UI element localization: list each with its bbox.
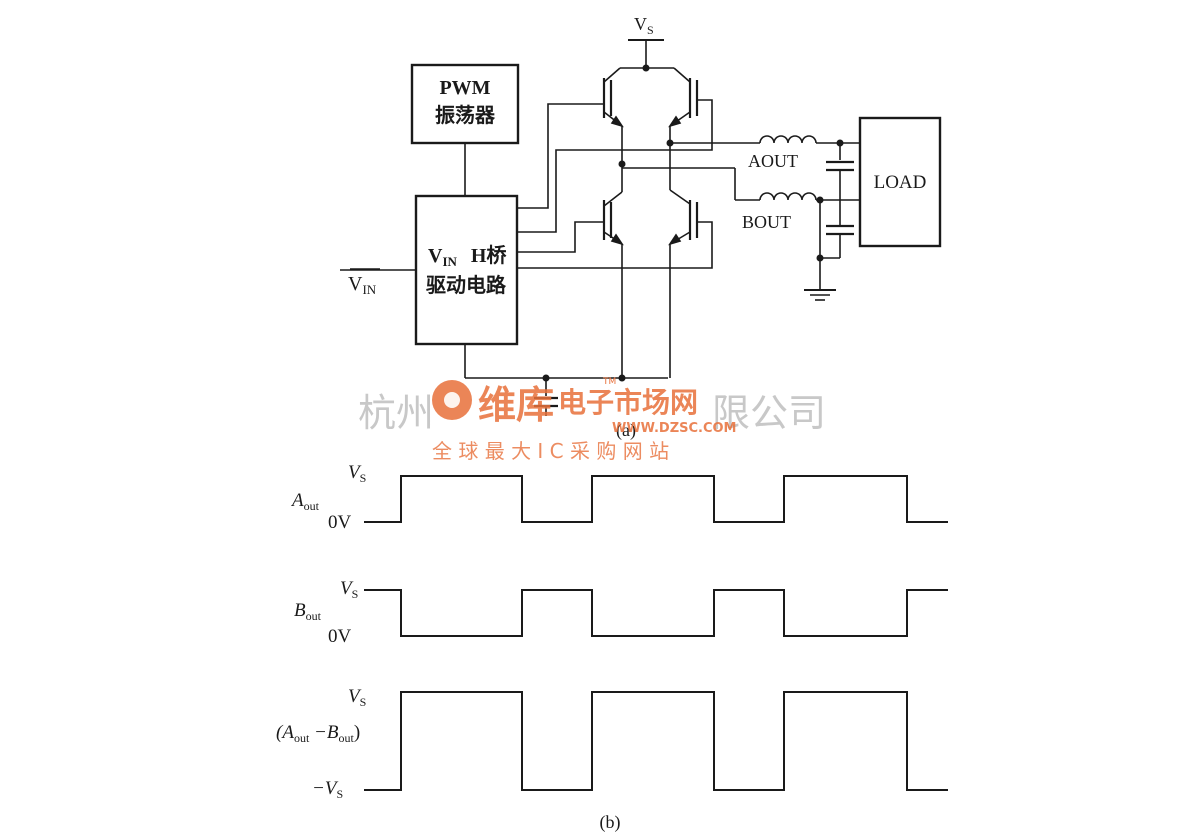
bout-label: BOUT bbox=[742, 212, 791, 232]
diff-vs-label: VS bbox=[348, 686, 366, 709]
driver-title-line2: 驱动电路 bbox=[426, 273, 507, 297]
watermark-brand: 维库 bbox=[478, 383, 554, 427]
gate-line-lower-left bbox=[517, 221, 604, 253]
bout-vs-label: VS bbox=[340, 578, 358, 601]
aout-vs-label: VS bbox=[348, 462, 366, 485]
aout-name-label: Aout bbox=[290, 490, 320, 513]
watermark-brand-tail: 电子市场网 bbox=[558, 386, 698, 419]
bout-waveform bbox=[364, 589, 948, 637]
circuit-schematic bbox=[340, 39, 942, 416]
watermark-tm: TM bbox=[602, 377, 616, 387]
watermark-company-left: 杭州 bbox=[358, 391, 434, 435]
inductor-aout bbox=[759, 135, 817, 144]
diff-negvs-label: −VS bbox=[312, 778, 343, 801]
load-label: LOAD bbox=[874, 172, 927, 193]
inductor-bout bbox=[759, 192, 817, 201]
gate-line-upper-right bbox=[517, 99, 713, 233]
oscillator-label: 振荡器 bbox=[435, 104, 496, 127]
vs-supply-label: VS bbox=[634, 14, 654, 37]
gate-line-lower-right bbox=[517, 221, 713, 269]
aout-label: AOUT bbox=[748, 151, 798, 171]
aout-waveform bbox=[364, 475, 948, 523]
vin-input-label: VIN bbox=[348, 273, 377, 297]
caption-b: (b) bbox=[600, 812, 621, 833]
watermark-tagline: 全 球 最 大 I C 采 购 网 站 bbox=[432, 439, 669, 463]
junction-dots bbox=[542, 64, 844, 382]
load-block bbox=[858, 116, 942, 248]
caption-a: (a) bbox=[616, 420, 636, 441]
pwm-label: PWM bbox=[439, 77, 490, 99]
h-bridge-driver-block bbox=[414, 194, 519, 346]
bout-name-label: Bout bbox=[294, 600, 322, 623]
watermark: 杭州 限公司 维库 电子市场网 TM WWW.DZSC.COM 全 球 最 大 … bbox=[358, 377, 826, 463]
gate-line-upper-left bbox=[517, 103, 604, 209]
diff-name-label: (Aout −Bout) bbox=[276, 722, 360, 745]
bout-0v-label: 0V bbox=[328, 626, 352, 647]
watermark-company-right: 限公司 bbox=[712, 391, 826, 435]
waveforms: VS Aout 0V VS Bout 0V VS (Aout −Bout) −V… bbox=[276, 462, 948, 833]
diff-waveform bbox=[364, 691, 948, 791]
aout-0v-label: 0V bbox=[328, 512, 352, 533]
watermark-url: WWW.DZSC.COM bbox=[612, 421, 736, 436]
